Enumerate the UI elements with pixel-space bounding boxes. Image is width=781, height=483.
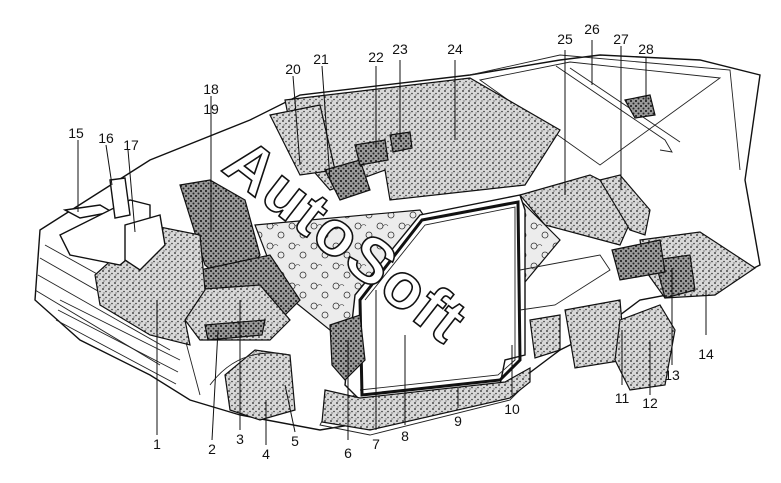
callout-23: 23 xyxy=(392,41,408,57)
callout-18: 18 xyxy=(203,81,219,97)
rear-quarter-pad xyxy=(654,254,696,299)
callout-20: 20 xyxy=(285,61,301,77)
callout-17: 17 xyxy=(123,137,139,153)
rear-trim-bracket xyxy=(611,239,666,281)
callout-4: 4 xyxy=(262,446,270,462)
callout-8: 8 xyxy=(401,428,409,444)
callout-14: 14 xyxy=(698,346,714,362)
callout-25: 25 xyxy=(557,31,573,47)
front-wheel-arch-pad xyxy=(224,349,296,421)
callout-12: 12 xyxy=(642,395,658,411)
callout-24: 24 xyxy=(447,41,463,57)
firewall-brackets xyxy=(59,177,166,271)
callout-7: 7 xyxy=(372,436,380,452)
rear-wheel-arch-pad xyxy=(614,304,676,391)
center-tunnel-pad xyxy=(324,159,371,201)
rear-door-opening xyxy=(519,254,611,311)
callout-15: 15 xyxy=(68,125,84,141)
callout-21: 21 xyxy=(313,51,329,67)
callout-9: 9 xyxy=(454,413,462,429)
callout-1: 1 xyxy=(153,436,161,452)
rear-quarter-pad-upper xyxy=(624,94,656,119)
callout-27: 27 xyxy=(613,31,629,47)
callout-11: 11 xyxy=(615,390,630,406)
callout-6: 6 xyxy=(344,445,352,461)
callout-22: 22 xyxy=(368,49,384,65)
front-wheel-arch-liner xyxy=(209,352,291,386)
callout-5: 5 xyxy=(291,433,299,449)
door-frame xyxy=(319,194,531,436)
door-seal xyxy=(358,200,522,397)
grille-lines xyxy=(55,299,181,385)
leader-lines xyxy=(77,40,707,445)
roof-clip-pad xyxy=(389,131,413,153)
rear-seat-back-pad xyxy=(529,314,561,359)
callout-10: 10 xyxy=(504,401,520,417)
sill-pad xyxy=(321,366,531,431)
callout-2: 2 xyxy=(208,441,216,457)
callout-13: 13 xyxy=(664,367,680,383)
callout-28: 28 xyxy=(638,41,654,57)
callout-labels: 1 2 3 4 5 6 7 8 9 10 11 12 13 14 15 16 1… xyxy=(68,21,714,462)
rear-pillar-trim xyxy=(599,174,651,236)
callout-26: 26 xyxy=(584,21,600,37)
callout-3: 3 xyxy=(236,431,244,447)
front-floor-trim xyxy=(204,319,266,341)
callout-19: 19 xyxy=(203,101,219,117)
callout-16: 16 xyxy=(98,130,114,146)
roof-bracket-pad xyxy=(354,139,389,166)
